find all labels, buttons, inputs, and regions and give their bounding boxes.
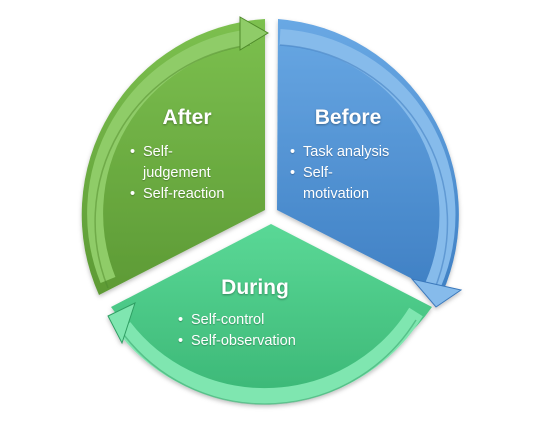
after-title: After: [162, 106, 212, 129]
during-item-self-control: Self-control: [178, 310, 338, 331]
after-label-group: After Self-judgement Self-reaction: [130, 106, 250, 205]
before-title: Before: [314, 106, 382, 129]
before-label-group: Before Task analysis Self-motivation: [290, 106, 410, 205]
during-title: During: [221, 276, 289, 299]
after-items: Self-judgement Self-reaction: [130, 142, 250, 205]
after-item-self-judgement: Self-judgement: [130, 142, 223, 184]
before-item-self-motivation: Self-motivation: [290, 163, 383, 205]
during-item-self-observation: Self-observation: [178, 331, 338, 352]
before-item-task-analysis: Task analysis: [290, 142, 410, 163]
before-items: Task analysis Self-motivation: [290, 142, 410, 205]
after-item-self-reaction: Self-reaction: [130, 184, 250, 205]
during-items: Self-control Self-observation: [178, 310, 338, 352]
during-label-group: During Self-control Self-observation: [178, 276, 338, 352]
